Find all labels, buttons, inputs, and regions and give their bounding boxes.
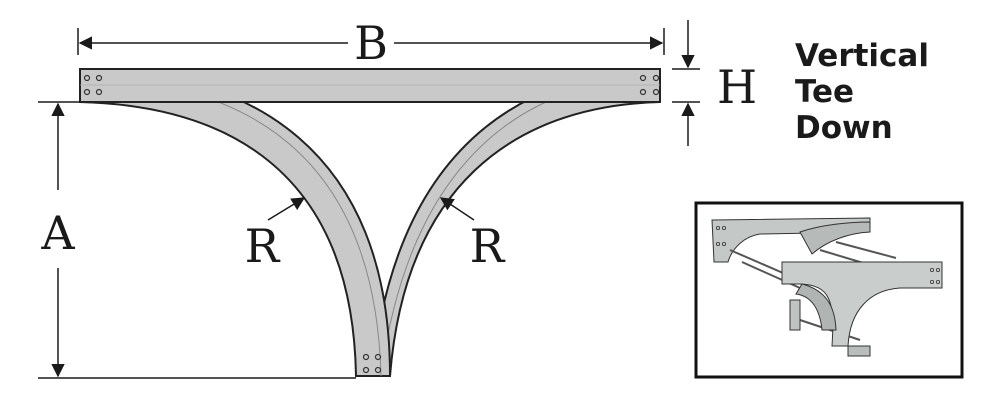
dimension-h: H — [672, 20, 757, 146]
radius-right-label: R — [470, 219, 506, 273]
dimension-a: A — [38, 101, 356, 379]
title-line-3: Down — [795, 110, 893, 146]
dimension-b-label: B — [354, 16, 388, 70]
radius-right: R — [439, 197, 506, 273]
top-rail — [79, 68, 661, 103]
left-curved-arm — [79, 67, 392, 377]
inset-3d-illustration — [694, 201, 964, 379]
title-line-2: Tee — [795, 74, 855, 110]
bolt-holes-right — [639, 74, 660, 96]
tee-fitting — [79, 67, 661, 377]
bolt-holes-bottom — [362, 353, 382, 374]
dimension-b: B — [77, 16, 665, 70]
radius-left: R — [245, 197, 306, 273]
radius-left-label: R — [245, 219, 281, 273]
dimension-a-label: A — [40, 206, 75, 260]
bolt-holes-left — [83, 74, 103, 96]
right-curved-arm — [370, 67, 661, 377]
dimension-h-label: H — [717, 60, 757, 114]
fitting-title: Vertical Tee Down — [795, 38, 929, 146]
title-line-1: Vertical — [795, 38, 929, 74]
